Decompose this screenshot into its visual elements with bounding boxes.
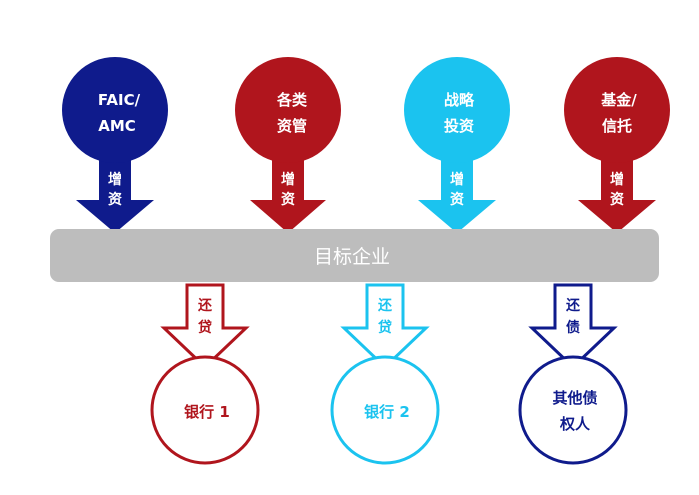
arrow-label-top: 增 (108, 171, 122, 188)
investor-name-line2: 投资 (444, 117, 474, 135)
arrow-label-top: 还 (565, 297, 581, 314)
investor-bubble (235, 57, 341, 163)
investor-name-line1: 战略 (444, 91, 475, 109)
target-company: 目标企业 (50, 229, 659, 282)
arrow-label-bottom: 资 (450, 191, 464, 208)
arrow-label-bottom: 债 (566, 319, 580, 336)
creditor-name-line1: 其他债 (552, 389, 597, 407)
investor-fund-trust: 基金/ 信托 增 资 (564, 57, 670, 233)
arrow-label-bottom: 资 (610, 191, 624, 208)
investor-arrow (76, 150, 154, 233)
arrow-label-bottom: 贷 (378, 319, 392, 336)
investor-name-line1: 各类 (276, 91, 308, 109)
investor-bubble (62, 57, 168, 163)
investor-name-line2: 信托 (602, 117, 632, 135)
repayment-arrow (528, 283, 618, 370)
investor-bubble (404, 57, 510, 163)
investor-name-line2: 资管 (277, 117, 307, 135)
investor-name-line2: AMC (98, 117, 136, 135)
creditor-bank-2: 还 贷 银行 2 (330, 283, 440, 465)
investor-faic-amc: FAIC/ AMC 增 资 (62, 57, 168, 233)
creditor-name-line2: 权人 (559, 415, 591, 433)
creditor-bank-1: 还 贷 银行 1 (150, 283, 260, 465)
arrow-label-top: 增 (450, 171, 464, 188)
investor-asset-management: 各类 资管 增 资 (235, 57, 341, 233)
arrow-label-top: 增 (610, 171, 624, 188)
investor-arrow (578, 150, 656, 233)
creditor-bubble (518, 355, 628, 465)
arrow-label-bottom: 资 (108, 191, 122, 208)
repayment-arrow (160, 283, 250, 370)
creditor-name: 银行 2 (364, 403, 410, 421)
repayment-arrow (340, 283, 430, 370)
investor-bubble (564, 57, 670, 163)
creditor-name: 银行 1 (184, 403, 230, 421)
creditor-other-creditors: 还 债 其他债 权人 (518, 283, 628, 465)
investor-arrow (250, 150, 326, 233)
creditor-bubble (330, 355, 440, 465)
investor-strategic-investment: 战略 投资 增 资 (404, 57, 510, 233)
target-company-bar (50, 229, 659, 282)
target-company-label: 目标企业 (314, 246, 390, 268)
investor-name-line1: 基金/ (600, 91, 637, 109)
investor-name-line1: FAIC/ (98, 91, 141, 109)
arrow-label-bottom: 贷 (198, 319, 212, 336)
arrow-label-bottom: 资 (281, 191, 295, 208)
investor-arrow (418, 150, 496, 233)
creditor-bubble (150, 355, 260, 465)
arrow-label-top: 还 (377, 297, 393, 314)
arrow-label-top: 还 (197, 297, 213, 314)
arrow-label-top: 增 (281, 171, 295, 188)
